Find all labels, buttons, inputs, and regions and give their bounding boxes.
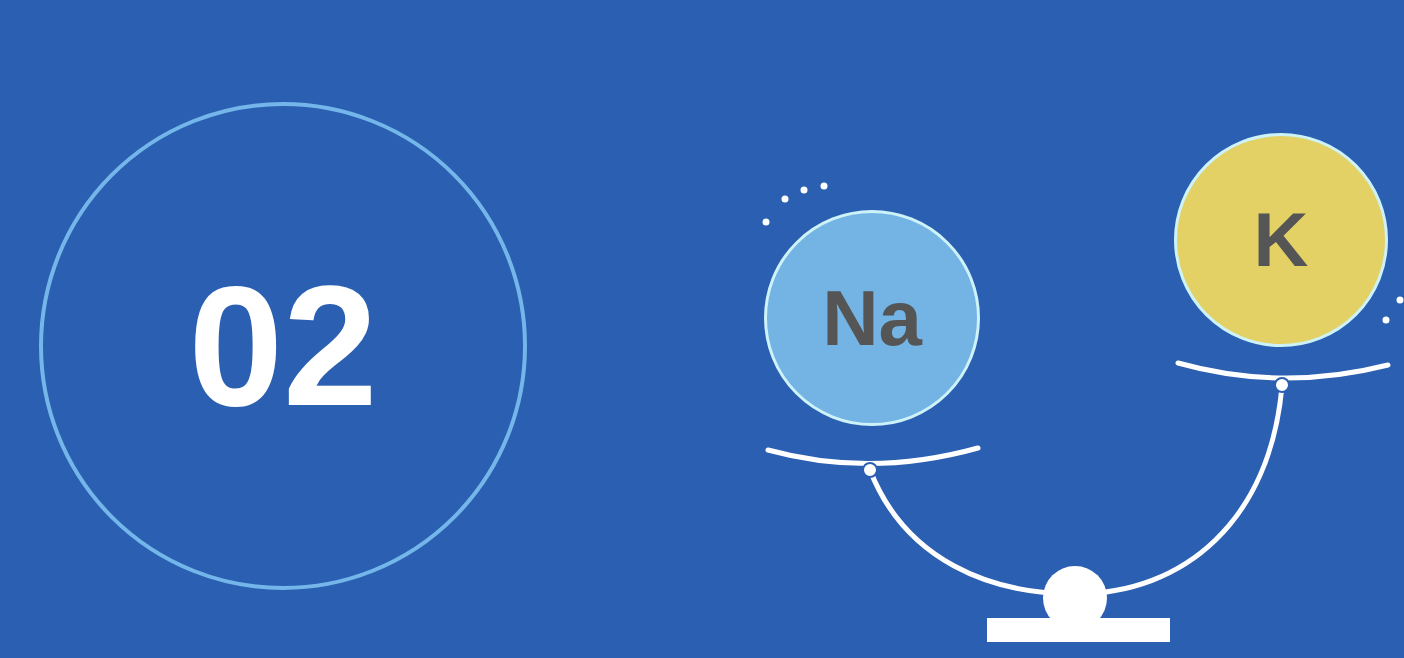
right-tray [1178,363,1388,378]
element-symbol: Na [822,279,922,357]
element-symbol: K [1254,202,1309,278]
node-content: K [1174,133,1388,347]
circle-shape [766,212,979,425]
sodium-circle: Na [764,210,980,426]
balance-base [987,618,1170,642]
circle-shape [41,104,525,588]
tray-joint [863,463,877,477]
node-content: 02 [39,102,527,590]
tray-joint [1275,378,1289,392]
left-tray [768,448,978,464]
circle-shape [1176,135,1387,346]
section-number-circle: 02 [39,102,527,590]
node-content: Na [764,210,980,426]
section-number: 02 [188,261,377,431]
potassium-circle: K [1174,133,1388,347]
balance-arm [870,386,1282,594]
